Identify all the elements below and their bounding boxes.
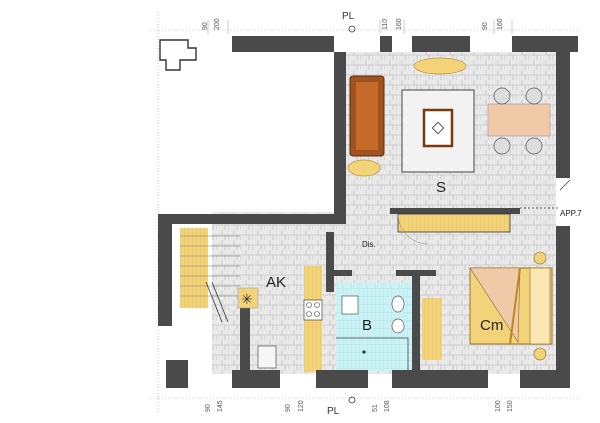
wall-central [158,36,346,222]
shower-partition [336,337,409,370]
dim-bottom-1: 145 [217,400,224,412]
bench [413,57,467,75]
dim-bottom-3: 120 [298,400,305,412]
wall-bottom-1 [232,370,280,388]
shower-drain-icon [362,350,366,354]
pillow [529,267,551,345]
wall-bath-right [412,276,420,372]
wall-bath-top [326,270,352,276]
bed-cover [469,267,521,343]
burner-4-icon [314,311,320,317]
wall-kitchen-bath [326,232,334,292]
dimension-lines [150,12,580,412]
pl-label-top: PL [342,11,355,22]
dim-bottom-0: 90 [205,404,212,412]
dining-chair-1 [493,87,511,105]
dim-top-2: 110 [382,19,389,30]
dim-bottom-4: 51 [372,404,379,412]
wall-left-lower [158,214,172,326]
pl-label-bottom: PL [327,406,340,417]
toilet [391,295,405,313]
kitchen-fixtures: ✳ [237,287,323,369]
dim-top-5: 160 [497,18,504,30]
wall-top-left [232,36,334,52]
label-app: APP.7 [560,209,582,218]
burner-3-icon [306,311,312,317]
burner-1-icon [306,302,312,308]
living-furniture [347,57,551,177]
wall-mid-horizontal [158,214,346,224]
pl-marker-top [348,25,356,33]
entrance-arrow-icon [559,179,571,191]
kitchen-sink [257,345,277,369]
bath-fixtures [336,295,409,370]
wall-top-stub-1 [380,36,392,52]
bedroom-dresser [422,298,442,360]
dining-chair-3 [493,137,511,155]
wall-right-upper [556,52,570,178]
dining-chair-4 [525,137,543,155]
wall-closet [390,208,520,214]
stove [303,299,323,321]
dining-chair-2 [525,87,543,105]
nightstand-1 [533,251,547,265]
wall-top-right [512,36,578,52]
dim-bottom-2: 90 [285,404,292,412]
asterisk-icon: ✳ [241,292,253,308]
bidet [391,318,405,334]
wall-living-left [334,52,346,220]
burner-2-icon [314,302,320,308]
chimney-outline [159,39,197,71]
staircase [180,235,240,323]
room-label-bath: B [362,317,372,334]
dim-top-1: 200 [214,18,221,30]
wall-bath-top-right [396,270,436,276]
table-ornament [431,121,445,135]
dim-bottom-6: 100 [495,400,502,412]
room-label-kitchen: AK [266,274,286,291]
dim-top-0: 90 [202,22,209,30]
wall-top-mid [412,36,470,52]
wall-bottom-4 [520,370,570,388]
coffee-table [422,108,454,148]
stair-wood [180,228,208,308]
top-dimensions: 90 200 110 160 90 160 [202,18,504,30]
wall-bottom-left [166,360,188,388]
wall-bottom-3 [392,370,488,388]
nightstand-2 [533,347,547,361]
wall-bottom-2 [316,370,368,388]
bed-fold [509,267,521,345]
sofa-cushion [356,82,378,150]
label-dis: Dis. [362,240,376,249]
room-label-bedroom: Cm [480,317,503,334]
pl-marker-bottom [348,396,356,404]
wall-right-lower [556,226,570,376]
dim-bottom-5: 108 [384,400,391,412]
walls [158,36,578,388]
wardrobe [397,213,511,233]
closet-door-swing [397,213,429,245]
dim-top-3: 160 [396,18,403,30]
room-label-living: S [436,179,446,196]
bedroom-furniture [469,251,553,361]
ottoman [347,159,381,177]
dim-top-4: 90 [482,22,489,30]
heater [237,287,259,309]
bottom-dimensions: 90 145 90 120 51 108 100 150 [205,400,514,412]
dim-bottom-7: 150 [507,400,514,412]
wall-kitchen-left [240,298,250,374]
washbasin [341,295,359,315]
dining-table [487,103,551,137]
closet [397,213,511,245]
